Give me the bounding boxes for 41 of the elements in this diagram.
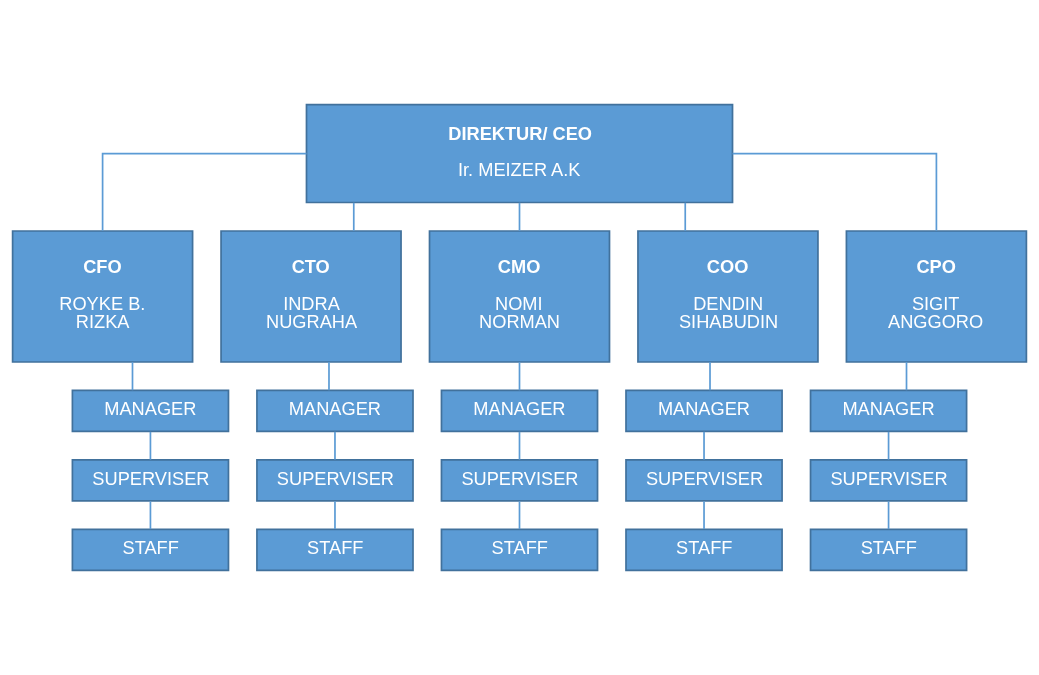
connector <box>328 361 330 392</box>
connector <box>334 430 336 461</box>
node-box: SUPERVISER <box>440 459 599 502</box>
node-box: DIREKTUR/ CEO Ir. MEIZER A.K <box>305 103 734 204</box>
connector <box>518 430 521 461</box>
connector <box>352 201 355 232</box>
connector <box>149 500 152 530</box>
connector <box>703 500 705 530</box>
node-box: STAFF <box>625 528 783 572</box>
node-box: STAFF <box>440 528 599 572</box>
node-box: CTO INDRA NUGRAHA <box>220 230 402 363</box>
connector <box>518 201 521 232</box>
node-box: MANAGER <box>809 389 968 433</box>
node-box: SUPERVISER <box>256 459 414 502</box>
connector <box>518 500 521 530</box>
node-box: CPO SIGIT ANGGORO <box>845 230 1028 363</box>
node-box: SUPERVISER <box>809 459 968 502</box>
node-box: MANAGER <box>256 389 414 433</box>
connector <box>905 361 908 392</box>
node-box: STAFF <box>256 528 414 572</box>
connector <box>887 500 890 530</box>
node-box: SUPERVISER <box>625 459 783 502</box>
connector <box>334 500 336 530</box>
node-box: MANAGER <box>440 389 599 433</box>
connector <box>731 152 938 232</box>
node-box: MANAGER <box>625 389 783 433</box>
connector <box>131 361 134 392</box>
connector <box>887 430 890 461</box>
connector <box>703 430 705 461</box>
node-box: MANAGER <box>71 389 230 433</box>
connector <box>149 430 152 461</box>
connector <box>684 201 687 232</box>
node-box: COO DENDIN SIHABUDIN <box>637 230 819 363</box>
connector <box>709 361 711 392</box>
connector <box>518 361 521 392</box>
connector <box>101 152 308 232</box>
node-box: STAFF <box>809 528 968 572</box>
node-box: CMO NOMI NORMAN <box>428 230 611 363</box>
node-box: SUPERVISER <box>71 459 230 502</box>
node-box: CFO ROYKE B. RIZKA <box>11 230 194 363</box>
node-box: STAFF <box>71 528 230 572</box>
